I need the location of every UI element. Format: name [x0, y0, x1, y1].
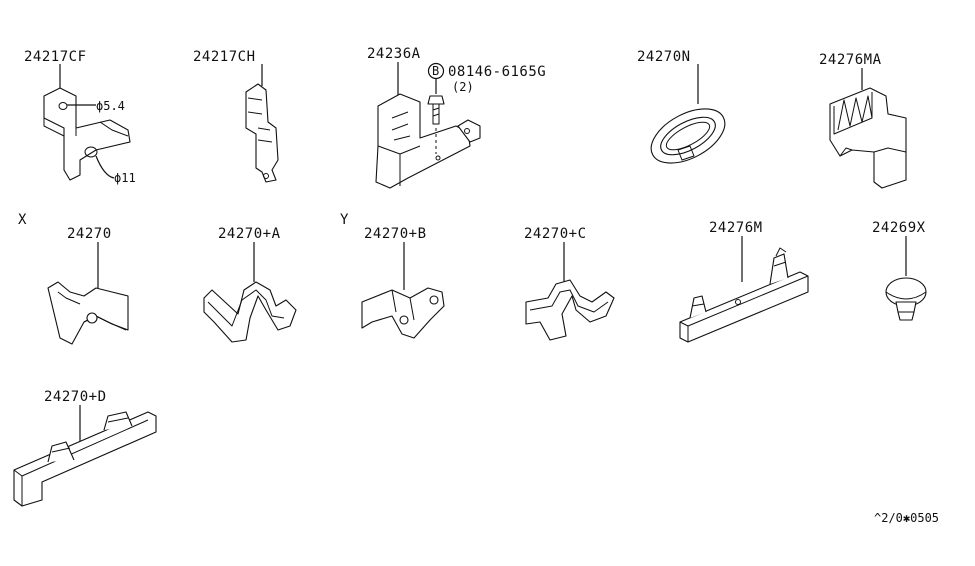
part-label-24217ch: 24217CH — [193, 49, 256, 65]
part-label-24269x: 24269X — [872, 220, 926, 236]
part-24236a: 24236A B 08146-6165G (2) — [367, 46, 546, 189]
part-label-24270-c: 24270+C — [524, 226, 587, 242]
part-label-24270-a: 24270+A — [218, 226, 281, 242]
part-24270-d: 24270+D — [13, 389, 157, 507]
part-24217ch: 24217CH — [193, 49, 279, 183]
part-24270-a: 24270+A — [203, 226, 297, 343]
part-24269x: 24269X — [872, 220, 927, 321]
bolt-part-number: 08146-6165G — [448, 64, 546, 80]
part-24270: 24270 — [47, 226, 129, 345]
part-label-24270: 24270 — [67, 226, 112, 242]
part-24276ma: 24276MA — [819, 52, 907, 189]
part-label-24236a: 24236A — [367, 46, 421, 62]
part-24217cf: 24217CF ϕ5.4 ϕ11 — [24, 49, 136, 185]
part-24270-c: 24270+C — [524, 226, 615, 341]
part-24270-b: 24270+B — [361, 226, 445, 339]
part-label-24217cf: 24217CF — [24, 49, 87, 65]
part-label-24270n: 24270N — [637, 49, 691, 65]
part-label-24270-d: 24270+D — [44, 389, 107, 405]
part-label-24276m: 24276M — [709, 220, 763, 236]
part-24276m: 24276M — [679, 220, 809, 343]
hole-dimension-large: ϕ11 — [114, 171, 136, 185]
view-marker-x: X — [18, 212, 27, 228]
bolt-symbol: B — [432, 64, 439, 78]
view-marker-y: Y — [340, 212, 349, 228]
part-24270n: 24270N — [637, 49, 726, 164]
part-label-24270-b: 24270+B — [364, 226, 427, 242]
bolt-quantity: (2) — [452, 80, 474, 94]
diagram-code: ^2/0✱0505 — [874, 511, 939, 525]
hole-dimension-small: ϕ5.4 — [96, 99, 125, 113]
part-label-24276ma: 24276MA — [819, 52, 882, 68]
